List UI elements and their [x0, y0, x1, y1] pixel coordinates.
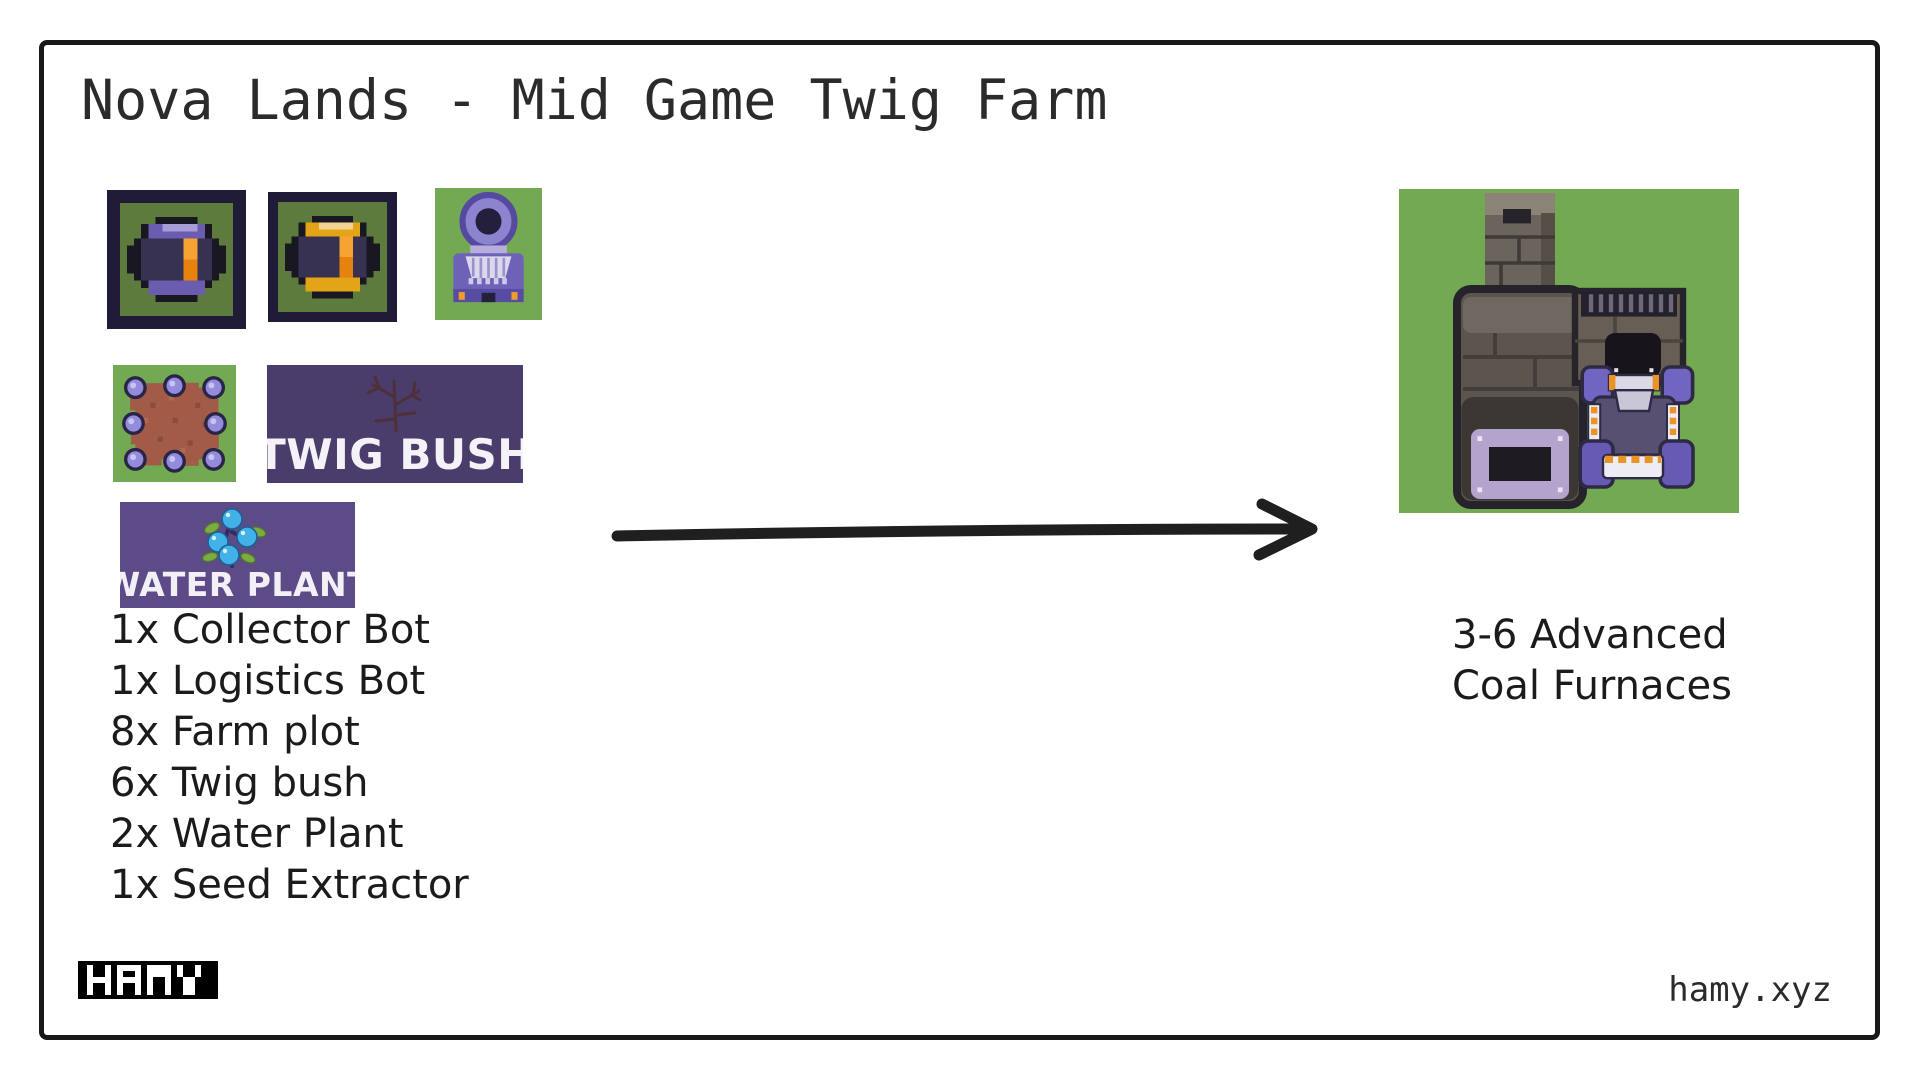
water-plant-label-text: WATER PLANT: [120, 565, 355, 604]
collector-bot-sprite: [127, 217, 226, 302]
recipe-item: 6x Twig bush: [110, 760, 369, 806]
seed-extractor-icon: [435, 188, 542, 320]
recipe-item: 2x Water Plant: [110, 811, 404, 857]
arrow-right-icon: [611, 498, 1318, 561]
output-caption-line1: 3-6 Advanced: [1452, 612, 1728, 658]
site-url: hamy.xyz: [1668, 970, 1832, 1010]
coal-furnace-image: [1399, 189, 1739, 513]
twig-bush-sprite: TWIG BUSH: [267, 375, 523, 479]
output-caption-line2: Coal Furnaces: [1452, 663, 1732, 709]
collector-bot-icon: [107, 190, 246, 329]
twig-bush-label: TWIG BUSH: [267, 365, 523, 483]
recipe-item: 8x Farm plot: [110, 709, 360, 755]
recipe-item: 1x Seed Extractor: [110, 862, 469, 908]
twig-bush-label-text: TWIG BUSH: [267, 430, 523, 479]
twig-sprite: [366, 375, 422, 433]
farm-plot-icon: [113, 365, 236, 482]
hamy-logo: [78, 961, 218, 999]
seed-extractor-sprite: [453, 191, 524, 303]
output-caption: 3-6 Advanced Coal Furnaces: [1452, 610, 1732, 712]
logistics-bot-sprite: [284, 215, 381, 299]
water-plant-sprite: WATER PLANT: [120, 508, 355, 604]
logistics-bot-icon: [268, 192, 397, 322]
recipe-item: 1x Collector Bot: [110, 607, 430, 653]
water-plant-label: WATER PLANT: [120, 502, 355, 608]
coal-furnace-sprite: [1453, 193, 1695, 509]
recipe-item: 1x Logistics Bot: [110, 658, 426, 704]
recipe-list: 1x Collector Bot 1x Logistics Bot 8x Far…: [110, 605, 469, 911]
hamy-logo-pixels: [87, 965, 201, 995]
page-title: Nova Lands - Mid Game Twig Farm: [81, 68, 1108, 132]
farm-plot-sprite: [122, 374, 227, 473]
